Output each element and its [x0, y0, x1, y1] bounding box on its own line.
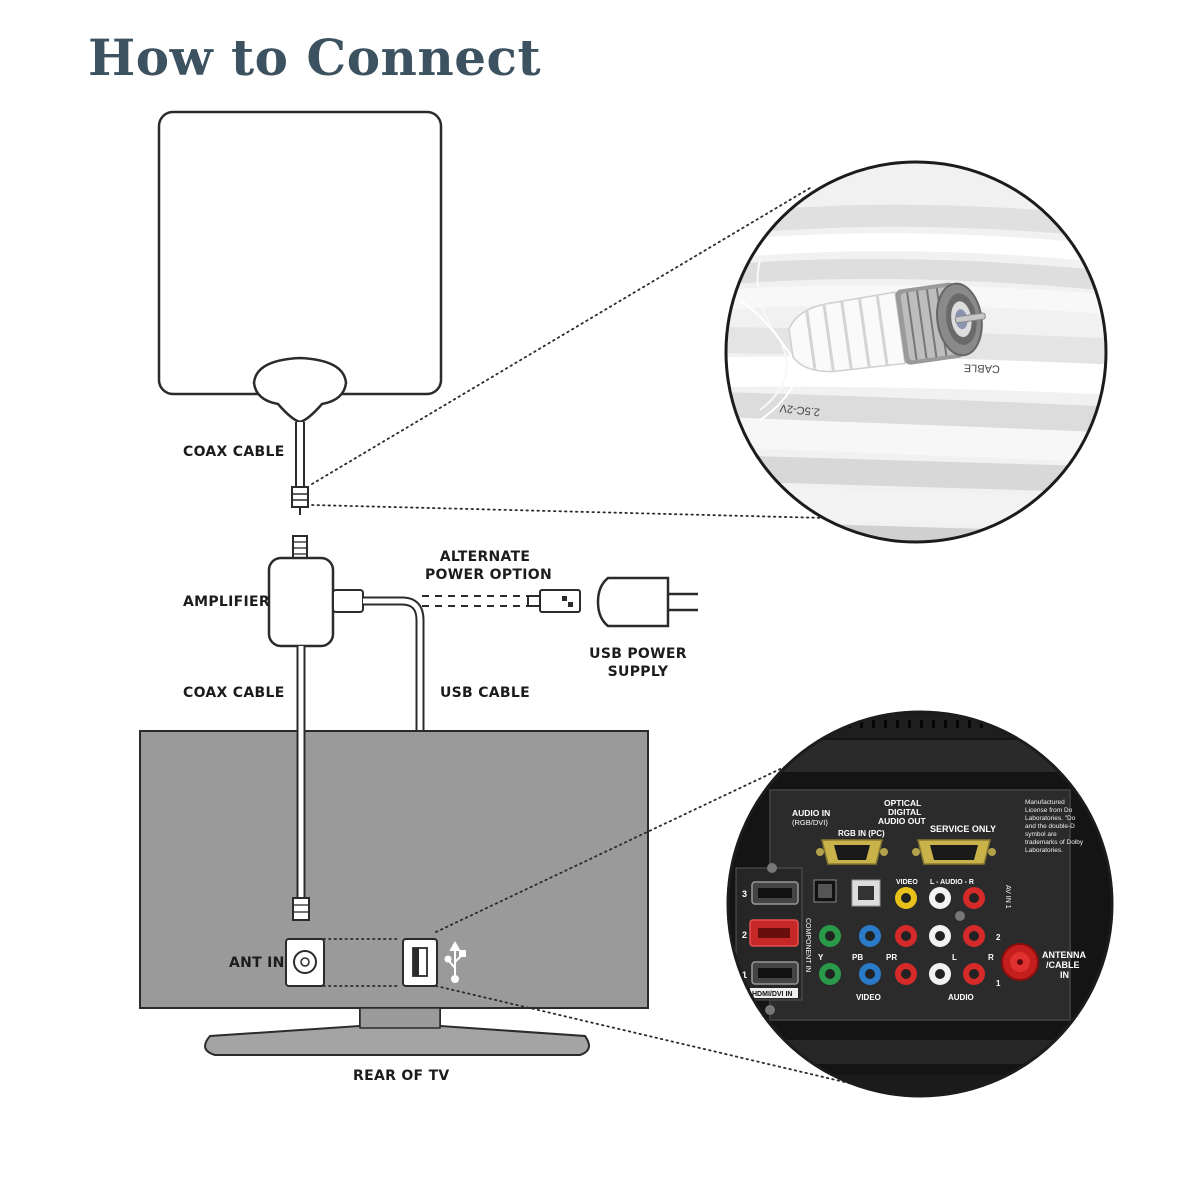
alternate-power-label-2: POWER OPTION — [425, 567, 552, 583]
av-in-1-label: AV IN 1 — [1004, 885, 1011, 909]
antenna-label-3: IN — [1060, 970, 1069, 980]
dolby-notice-7: Laboratories. — [1025, 847, 1063, 854]
antenna-panel — [157, 110, 443, 396]
coax-closeup-frame — [724, 160, 1108, 544]
row-2-label: 2 — [996, 933, 1001, 942]
coax-cable-top — [291, 422, 309, 515]
r-label: R — [988, 953, 994, 962]
antenna-label-1: ANTENNA — [1042, 950, 1086, 960]
usb-port — [402, 938, 438, 987]
callout-lines-top — [311, 187, 906, 521]
audio-in-label: AUDIO IN — [792, 808, 830, 818]
audio-in-sub-label: (RGB/DVI) — [792, 818, 828, 827]
usb-symbol-icon — [444, 940, 466, 983]
dolby-notice-3: Laboratories. "Do — [1025, 815, 1076, 822]
y-label: Y — [818, 953, 824, 962]
hdmi-3-label: 3 — [742, 889, 747, 899]
hdmi-1-label: 1 — [742, 970, 747, 980]
usb-power-supply-label-1: USB POWER — [589, 646, 687, 662]
dolby-notice-4: and the double-D — [1025, 823, 1075, 830]
tv-rear — [139, 730, 649, 1056]
dolby-notice-2: License from Do — [1025, 807, 1073, 814]
callout-lines-bottom — [317, 753, 871, 1089]
dolby-notice-1: Manufactured — [1025, 799, 1065, 806]
hdmi-dvi-label: HDMI/DVI IN — [752, 991, 792, 998]
rgb-in-label: RGB IN (PC) — [838, 829, 885, 838]
audio-bottom-label: AUDIO — [948, 993, 974, 1002]
row-1-label: 1 — [996, 979, 1001, 988]
tv-panel-closeup-frame — [726, 710, 1114, 1098]
cable-print-1: CABLE — [964, 361, 1000, 374]
usb-power-supply-label-2: SUPPLY — [607, 664, 669, 680]
amplifier — [267, 535, 364, 648]
alternate-power-label-1: ALTERNATE — [439, 549, 531, 565]
component-in-label: COMPONENT IN — [804, 918, 811, 972]
rear-of-tv-label: REAR OF TV — [353, 1068, 450, 1084]
coax-cable-bottom-label: COAX CABLE — [183, 685, 285, 701]
pb-label: PB — [852, 953, 863, 962]
coax-cable-top-label: COAX CABLE — [183, 444, 285, 460]
usb-power-supply — [596, 576, 698, 628]
rgb-port — [816, 839, 888, 865]
optical-label-1: OPTICAL — [884, 798, 921, 808]
antenna-base — [252, 356, 348, 424]
service-port — [912, 839, 996, 865]
antenna-cable-in-port — [1001, 943, 1039, 981]
video-label: VIDEO — [896, 879, 918, 886]
cable-print-2: 2.5C-2V — [778, 402, 820, 418]
page-title: How to Connect — [88, 28, 542, 87]
ant-in-port — [285, 938, 325, 987]
audio-lr-label: L - AUDIO - R — [930, 879, 974, 886]
usb-cable-label: USB CABLE — [440, 685, 530, 701]
amplifier-label: AMPLIFIER — [183, 594, 270, 610]
hdmi-ports — [749, 881, 799, 985]
rca-jacks — [819, 887, 985, 985]
hdmi-2-label: 2 — [742, 930, 747, 940]
dolby-notice-5: symbol are — [1025, 831, 1057, 838]
ant-in-label: ANT IN — [229, 955, 285, 971]
antenna-label-2: /CABLE — [1046, 960, 1080, 970]
pr-label: PR — [886, 953, 897, 962]
alternate-power-cable — [422, 589, 581, 613]
tv-panel-closeup: AUDIO IN (RGB/DVI) RGB IN (PC) OPTICAL D… — [728, 712, 1112, 1096]
dolby-notice-6: trademarks of Dolby — [1025, 839, 1084, 846]
l-label: L — [952, 953, 957, 962]
coax-cable-bottom — [292, 646, 310, 921]
optical-label-2: DIGITAL — [888, 807, 921, 817]
service-only-label: SERVICE ONLY — [930, 824, 996, 834]
optical-label-3: AUDIO OUT — [878, 816, 927, 826]
video-bottom-label: VIDEO — [856, 993, 881, 1002]
